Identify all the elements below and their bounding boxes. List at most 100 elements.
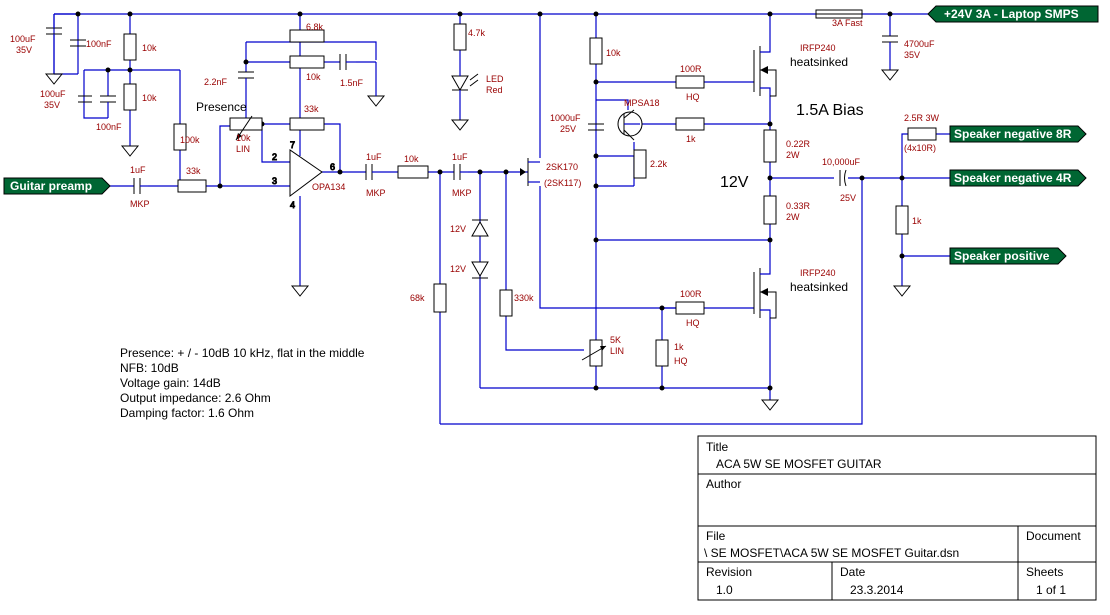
svg-text:0.22R: 0.22R xyxy=(786,139,811,149)
res-10k-a xyxy=(123,33,137,61)
res-1k-hq xyxy=(655,339,669,367)
svg-text:LIN: LIN xyxy=(236,144,250,154)
svg-text:HQ: HQ xyxy=(686,92,700,102)
date-header: Date xyxy=(840,565,866,579)
svg-text:10,000uF: 10,000uF xyxy=(822,157,861,167)
svg-text:2W: 2W xyxy=(786,212,800,222)
note-impedance: Output impedance: 2.6 Ohm xyxy=(120,391,271,405)
svg-text:Red: Red xyxy=(486,85,503,95)
res-10k-b xyxy=(123,83,137,111)
author-header: Author xyxy=(706,477,741,491)
file-value: \ SE MOSFET\ACA 5W SE MOSFET Guitar.dsn xyxy=(704,546,959,560)
svg-text:33k: 33k xyxy=(304,104,319,114)
speaker-neg-8r-label: Speaker negative 8R xyxy=(954,127,1072,141)
svg-text:IRFP240: IRFP240 xyxy=(800,268,836,278)
revision-value: 1.0 xyxy=(716,583,733,597)
svg-text:4700uF: 4700uF xyxy=(904,39,935,49)
svg-text:4.7k: 4.7k xyxy=(468,28,486,38)
pot-10k-presence xyxy=(229,115,263,141)
res-4k7 xyxy=(453,23,467,51)
svg-text:MKP: MKP xyxy=(366,188,386,198)
title-header: Title xyxy=(706,440,729,454)
svg-text:LIN: LIN xyxy=(610,346,624,356)
svg-text:2: 2 xyxy=(272,152,277,162)
svg-text:35V: 35V xyxy=(904,50,920,60)
fuse-3a xyxy=(815,9,863,19)
date-value: 23.3.2014 xyxy=(850,583,904,597)
jfet-2sk170 xyxy=(520,158,540,186)
sheets-value: 1 of 1 xyxy=(1036,583,1066,597)
svg-text:7: 7 xyxy=(290,140,295,150)
wires xyxy=(53,13,950,425)
res-2r5 xyxy=(907,127,937,141)
svg-text:2.2k: 2.2k xyxy=(650,159,668,169)
svg-text:100R: 100R xyxy=(680,64,702,74)
svg-text:35V: 35V xyxy=(16,45,32,55)
svg-text:25V: 25V xyxy=(560,124,576,134)
mosfet-irfp240-lower xyxy=(753,262,777,320)
svg-text:68k: 68k xyxy=(410,293,425,303)
cap-1000uf xyxy=(588,123,604,131)
file-header: File xyxy=(706,529,726,543)
res-10k-d xyxy=(589,37,603,65)
res-022r xyxy=(763,129,777,163)
svg-text:(2SK117): (2SK117) xyxy=(544,178,581,188)
svg-text:2SK170: 2SK170 xyxy=(546,162,578,172)
title-block: Title ACA 5W SE MOSFET GUITAR Author Fil… xyxy=(697,435,1097,601)
transistor-mpsa18 xyxy=(617,109,643,141)
sheets-header: Sheets xyxy=(1026,565,1063,579)
cap-1n5 xyxy=(339,54,356,70)
components xyxy=(44,9,937,411)
res-100r-b xyxy=(675,301,705,315)
svg-text:10k: 10k xyxy=(306,72,321,82)
svg-text:2.5R 3W: 2.5R 3W xyxy=(904,113,940,123)
svg-text:MKP: MKP xyxy=(452,188,472,198)
svg-text:1.5nF: 1.5nF xyxy=(340,78,364,88)
svg-text:10k: 10k xyxy=(142,43,157,53)
speaker-neg-4r-port: Speaker negative 4R xyxy=(949,169,1087,187)
ground-symbols xyxy=(44,62,912,411)
input-label: Guitar preamp xyxy=(10,179,92,193)
svg-text:Presence: Presence xyxy=(196,100,247,114)
document-header: Document xyxy=(1026,529,1081,543)
svg-text:330k: 330k xyxy=(514,293,534,303)
svg-text:HQ: HQ xyxy=(674,356,688,366)
cap-1uf-in xyxy=(133,178,148,194)
svg-text:100nF: 100nF xyxy=(96,122,122,132)
svg-text:6.8k: 6.8k xyxy=(306,22,324,32)
res-100k xyxy=(173,123,187,151)
svg-text:1.5A Bias: 1.5A Bias xyxy=(796,102,864,119)
cap-100uf-a xyxy=(46,14,62,74)
res-33k-fb xyxy=(289,117,325,131)
zener-1 xyxy=(471,219,489,237)
svg-text:12V: 12V xyxy=(720,174,749,191)
res-100r-a xyxy=(675,75,705,89)
svg-text:2W: 2W xyxy=(786,150,800,160)
cap-2n2 xyxy=(238,71,254,86)
cap-100uf-b xyxy=(78,95,92,103)
res-033r xyxy=(763,195,777,225)
svg-text:100k: 100k xyxy=(180,135,200,145)
res-2k2 xyxy=(633,149,647,179)
res-330k xyxy=(499,289,513,317)
svg-text:5K: 5K xyxy=(610,335,621,345)
note-presence: Presence: + / - 10dB 10 kHz, flat in the… xyxy=(120,346,365,360)
svg-text:33k: 33k xyxy=(186,166,201,176)
svg-text:OPA134: OPA134 xyxy=(312,182,345,192)
input-port: Guitar preamp xyxy=(3,177,111,195)
res-6k8 xyxy=(289,29,325,43)
svg-text:1000uF: 1000uF xyxy=(550,113,581,123)
svg-text:heatsinked: heatsinked xyxy=(790,55,848,69)
res-33k-in xyxy=(177,179,207,193)
svg-text:1k: 1k xyxy=(912,216,922,226)
speaker-pos-label: Speaker positive xyxy=(954,249,1050,263)
res-68k xyxy=(433,283,447,313)
cap-100nf-b xyxy=(100,95,116,118)
svg-text:0.33R: 0.33R xyxy=(786,201,811,211)
svg-text:(4x10R): (4x10R) xyxy=(904,143,936,153)
svg-text:10k: 10k xyxy=(404,154,419,164)
svg-text:35V: 35V xyxy=(44,100,60,110)
svg-text:MKP: MKP xyxy=(130,199,150,209)
res-10k-fb xyxy=(289,55,325,69)
